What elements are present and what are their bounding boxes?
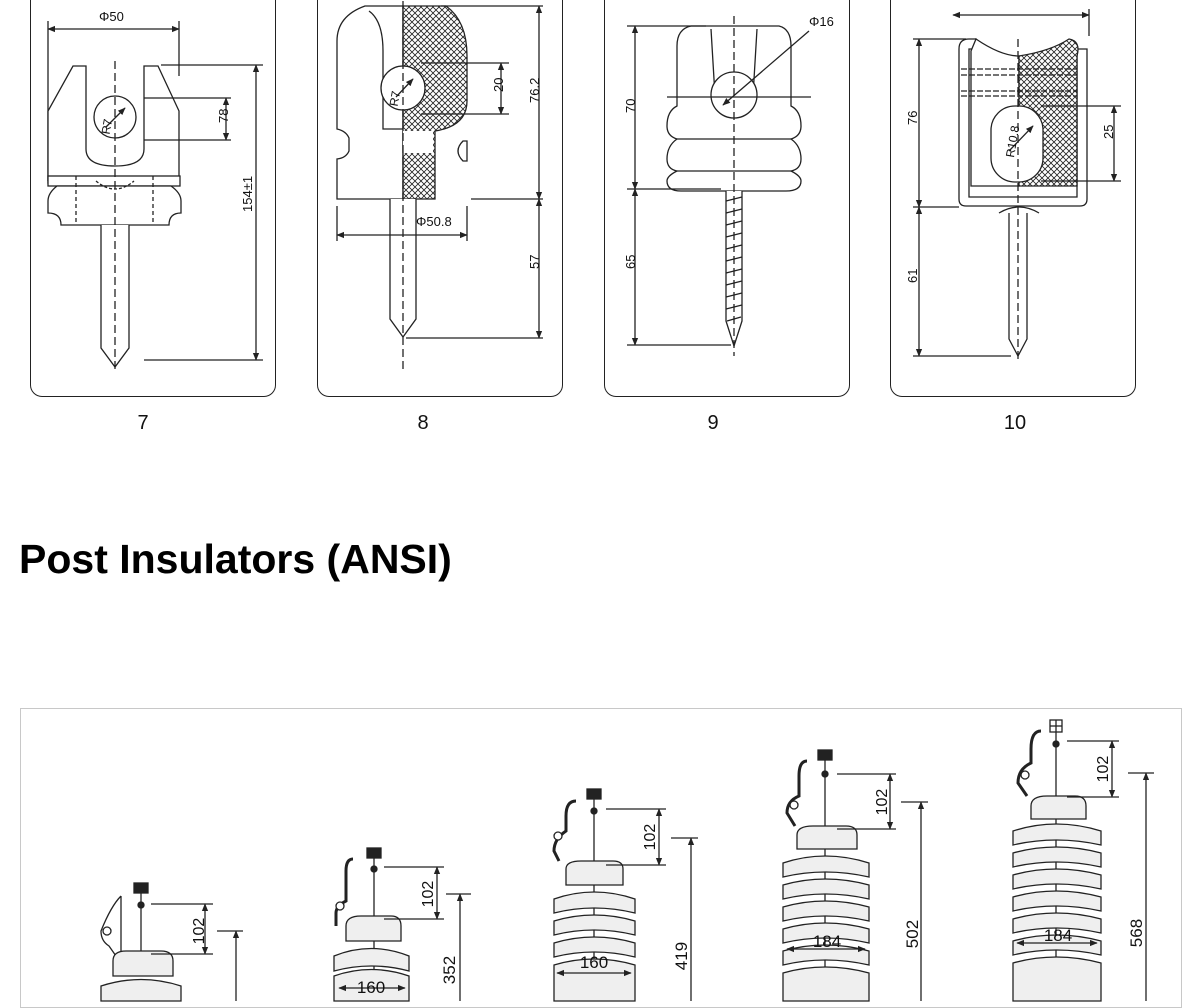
fig8-top-label: 76.2 <box>527 78 542 103</box>
fig7-dia-label: Φ50 <box>99 9 124 24</box>
section-title: Post Insulators (ANSI) <box>19 536 452 582</box>
post-2-clamp-label: 102 <box>420 881 437 908</box>
figure-9-drawing: Φ16 70 65 <box>623 14 834 356</box>
figure-10-drawing: 76 R10.8 25 61 <box>905 9 1121 363</box>
fig8-dia-label: Φ50.8 <box>416 214 452 229</box>
fig10-slot-label: 25 <box>1101 125 1116 139</box>
post-4-height-label: 502 <box>903 920 922 948</box>
fig9-top-label: 70 <box>623 99 638 113</box>
figure-10-number: 10 <box>1003 412 1027 434</box>
figure-7-number: 7 <box>137 412 149 434</box>
fig10-top-label: 76 <box>905 111 920 125</box>
figure-10-card: 76 R10.8 25 61 <box>890 0 1136 397</box>
post-3-height-label: 419 <box>672 942 691 970</box>
fig8-slot-label: 20 <box>491 78 506 92</box>
post-5-clamp-label: 102 <box>1095 756 1112 783</box>
fig10-pin-label: 61 <box>905 269 920 283</box>
post-4-clamp-label: 102 <box>874 789 891 816</box>
post-insulator-1: 102 <box>100 882 243 1002</box>
post-insulators-drawing: 102 102 352 160 <box>100 719 1154 1002</box>
fig9-dia-label: Φ16 <box>809 14 834 29</box>
post-1-clamp-label: 102 <box>191 918 208 945</box>
figure-7-card: Φ50 R7 78 154±1 <box>30 0 276 397</box>
post-5-dia-label: 184 <box>1044 926 1072 945</box>
post-3-clamp-label: 102 <box>642 824 659 851</box>
figure-8-drawing: R7 20 76.2 Φ50.8 57 <box>336 1 543 373</box>
figure-8-card: R7 20 76.2 Φ50.8 57 <box>317 0 563 397</box>
post-2-height-label: 352 <box>440 956 459 984</box>
fig9-screw-label: 65 <box>623 255 638 269</box>
figure-7-drawing: Φ50 R7 78 154±1 <box>47 9 263 369</box>
post-insulator-5: 102 568 184 <box>1012 719 1154 1002</box>
post-2-dia-label: 160 <box>357 978 385 997</box>
post-insulators-panel: 102 102 352 160 <box>20 708 1182 1008</box>
post-5-height-label: 568 <box>1127 919 1146 947</box>
figure-8-number: 8 <box>417 412 429 434</box>
post-insulator-3: 102 419 160 <box>552 788 698 1002</box>
figure-9-number: 9 <box>707 412 719 434</box>
fig10-radius-label: R10.8 <box>1003 124 1022 158</box>
post-3-dia-label: 160 <box>580 953 608 972</box>
fig8-pin-label: 57 <box>527 255 542 269</box>
post-4-dia-label: 184 <box>813 932 841 951</box>
fig8-radius-label: R7 <box>387 90 404 108</box>
fig7-height-label: 154±1 <box>240 176 255 212</box>
fig7-radius-label: R7 <box>99 118 116 136</box>
figure-9-card: Φ16 70 65 <box>604 0 850 397</box>
post-insulator-4: 102 502 184 <box>782 749 928 1002</box>
post-insulator-2: 102 352 160 <box>333 847 471 1002</box>
fig7-slot-label: 78 <box>216 109 231 123</box>
